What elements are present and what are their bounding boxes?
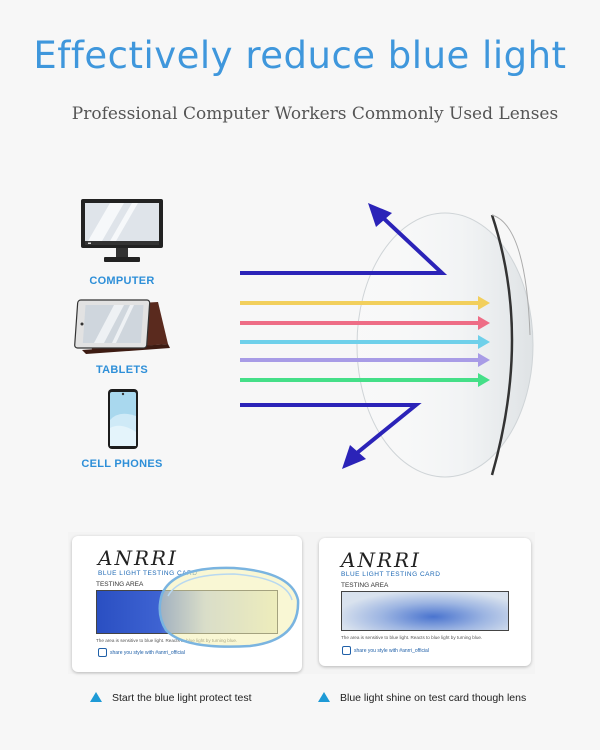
- light-ray-yellow: [240, 296, 490, 310]
- instagram-icon: [98, 648, 107, 657]
- card-testing-area-label: TESTING AREA: [341, 582, 389, 589]
- instagram-icon: [342, 646, 351, 655]
- light-ray-lavender: [240, 353, 490, 367]
- device-label-tablets: TABLETS: [95, 364, 148, 376]
- reflected-blue-ray-bottom: [240, 403, 422, 469]
- blue-light-diagram: [240, 203, 534, 478]
- lens: [356, 212, 534, 478]
- triangle-icon: [318, 692, 330, 702]
- card-subtitle: BLUE LIGHT TESTING CARD: [341, 571, 441, 578]
- card-testing-area-label: TESTING AREA: [96, 581, 144, 588]
- computer-monitor-icon: [81, 199, 163, 262]
- caption-left-text: Start the blue light protect test: [112, 692, 252, 704]
- caption-right: Blue light shine on test card though len…: [318, 692, 526, 704]
- card-note: The area is sensitive to blue light. Rea…: [96, 638, 238, 643]
- tablet-icon: [74, 299, 170, 354]
- reflected-blue-ray-top: [240, 203, 448, 275]
- headline: Effectively reduce blue light: [33, 34, 567, 77]
- light-ray-pink: [240, 316, 490, 330]
- card-subtitle: BLUE LIGHT TESTING CARD: [98, 570, 198, 577]
- cell-phone-icon: [108, 389, 138, 449]
- device-label-computer: COMPUTER: [89, 275, 155, 287]
- subheadline: Professional Computer Workers Commonly U…: [71, 104, 559, 124]
- test-card-right: ANRRI BLUE LIGHT TESTING CARD TESTING AR…: [319, 538, 531, 666]
- card-note: The area is sensitive to blue light. Rea…: [341, 635, 483, 640]
- caption-left: Start the blue light protect test: [90, 692, 252, 704]
- card-testing-window-gradient: [341, 591, 509, 631]
- light-ray-green: [240, 373, 490, 387]
- card-brand: ANRRI: [341, 548, 421, 572]
- card-share: share you style with #anrri_official: [354, 648, 429, 654]
- caption-right-text: Blue light shine on test card though len…: [340, 692, 527, 704]
- triangle-icon: [90, 692, 102, 702]
- card-brand: ANRRI: [98, 546, 178, 570]
- test-cards-photo: ANRRI BLUE LIGHT TESTING CARD TESTING AR…: [68, 532, 535, 674]
- lens-on-card-icon: [158, 566, 300, 648]
- card-share: share you style with #anrri_official: [110, 650, 185, 656]
- device-label-cell-phones: CELL PHONES: [81, 458, 163, 470]
- light-ray-cyan: [240, 335, 490, 349]
